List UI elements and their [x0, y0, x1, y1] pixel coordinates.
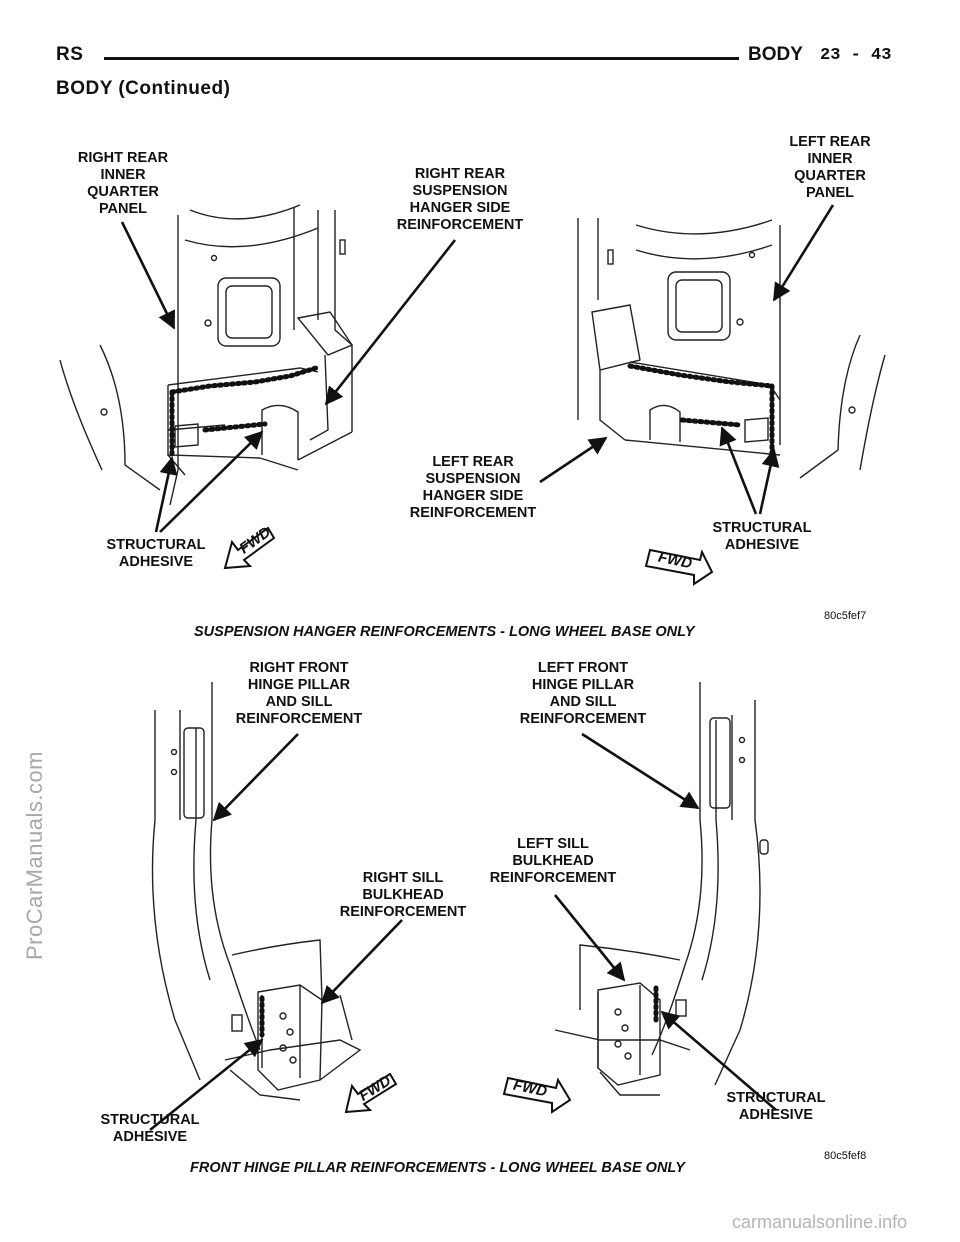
label-structural-adhesive-fig2-right: STRUCTURAL ADHESIVE — [726, 1090, 826, 1123]
header-page-number: 23 - 43 — [820, 46, 892, 65]
fig2-leader-lines — [149, 732, 777, 1132]
fig1-fwd-arrow-right — [644, 548, 714, 586]
label-right-rear-suspension-hanger: RIGHT REAR SUSPENSION HANGER SIDE REINFO… — [396, 166, 524, 233]
label-left-front-hinge-pillar: LEFT FRONT HINGE PILLAR AND SILL REINFOR… — [519, 660, 647, 727]
fig1-left-rear-assembly — [577, 218, 886, 479]
fig2-left-front-assembly — [554, 682, 769, 1096]
header-rule — [104, 57, 739, 60]
figure2-id: 80c5fef8 — [824, 1150, 867, 1162]
label-structural-adhesive-fig1-right: STRUCTURAL ADHESIVE — [712, 520, 812, 553]
label-structural-adhesive-fig2-left: STRUCTURAL ADHESIVE — [100, 1112, 200, 1145]
label-right-rear-inner-quarter-panel: RIGHT REAR INNER QUARTER PANEL — [77, 150, 169, 217]
fig1-right-rear-assembly — [59, 204, 354, 506]
figure1-id: 80c5fef7 — [824, 610, 867, 622]
fig1-fwd-arrow-left — [223, 526, 276, 570]
page-subtitle: BODY (Continued) — [56, 78, 231, 99]
label-right-front-hinge-pillar: RIGHT FRONT HINGE PILLAR AND SILL REINFO… — [235, 660, 363, 727]
header-section-title: BODY — [748, 44, 803, 65]
label-left-rear-suspension-hanger: LEFT REAR SUSPENSION HANGER SIDE REINFOR… — [409, 454, 537, 521]
figure2-caption: FRONT HINGE PILLAR REINFORCEMENTS - LONG… — [190, 1160, 685, 1176]
label-structural-adhesive-fig1-left: STRUCTURAL ADHESIVE — [106, 537, 206, 570]
fig1-leader-lines — [120, 204, 835, 533]
label-right-sill-bulkhead: RIGHT SILL BULKHEAD REINFORCEMENT — [339, 870, 467, 920]
fig1-right-rear-adhesive-beads — [169, 365, 319, 458]
figure1-caption: SUSPENSION HANGER REINFORCEMENTS - LONG … — [194, 624, 695, 640]
side-watermark: ProCarManuals.com — [22, 750, 47, 960]
label-left-sill-bulkhead: LEFT SILL BULKHEAD REINFORCEMENT — [489, 836, 617, 886]
header-section-code: RS — [56, 44, 84, 65]
footer-watermark: carmanualsonline.info — [732, 1212, 908, 1232]
fig2-fwd-arrow-left — [344, 1072, 398, 1114]
fig2-fwd-arrow-right — [502, 1076, 572, 1114]
label-left-rear-inner-quarter-panel: LEFT REAR INNER QUARTER PANEL — [789, 134, 871, 201]
